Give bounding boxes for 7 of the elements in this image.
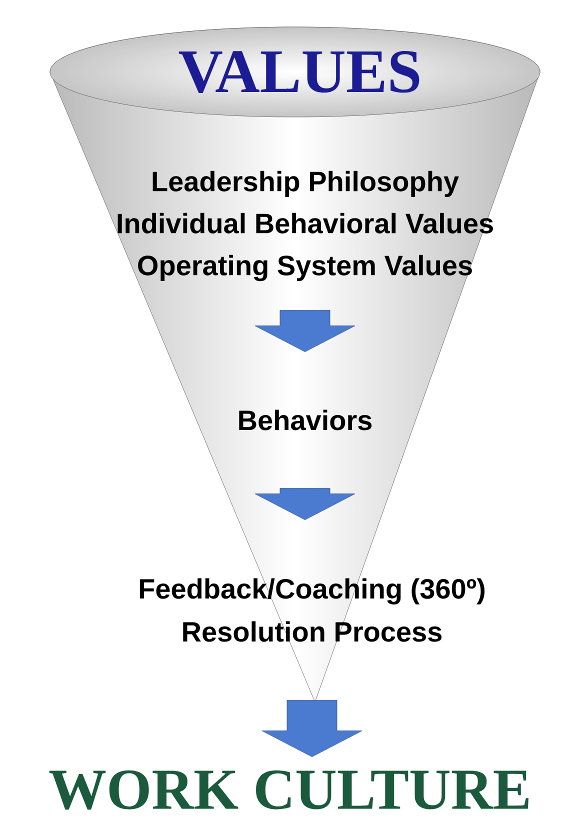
label-text: Leadership Philosophy Individual Behavioral Values Operating System Values bbox=[118, 170, 493, 282]
block-arrow bbox=[262, 700, 362, 757]
label-text: Behaviors bbox=[239, 410, 372, 430]
block-arrow bbox=[254, 310, 356, 352]
block-arrow bbox=[254, 488, 356, 520]
label-text: WORK CULTURE bbox=[49, 770, 528, 810]
label-text: Feedback/Coaching (360º) Resolution Process bbox=[140, 578, 484, 642]
